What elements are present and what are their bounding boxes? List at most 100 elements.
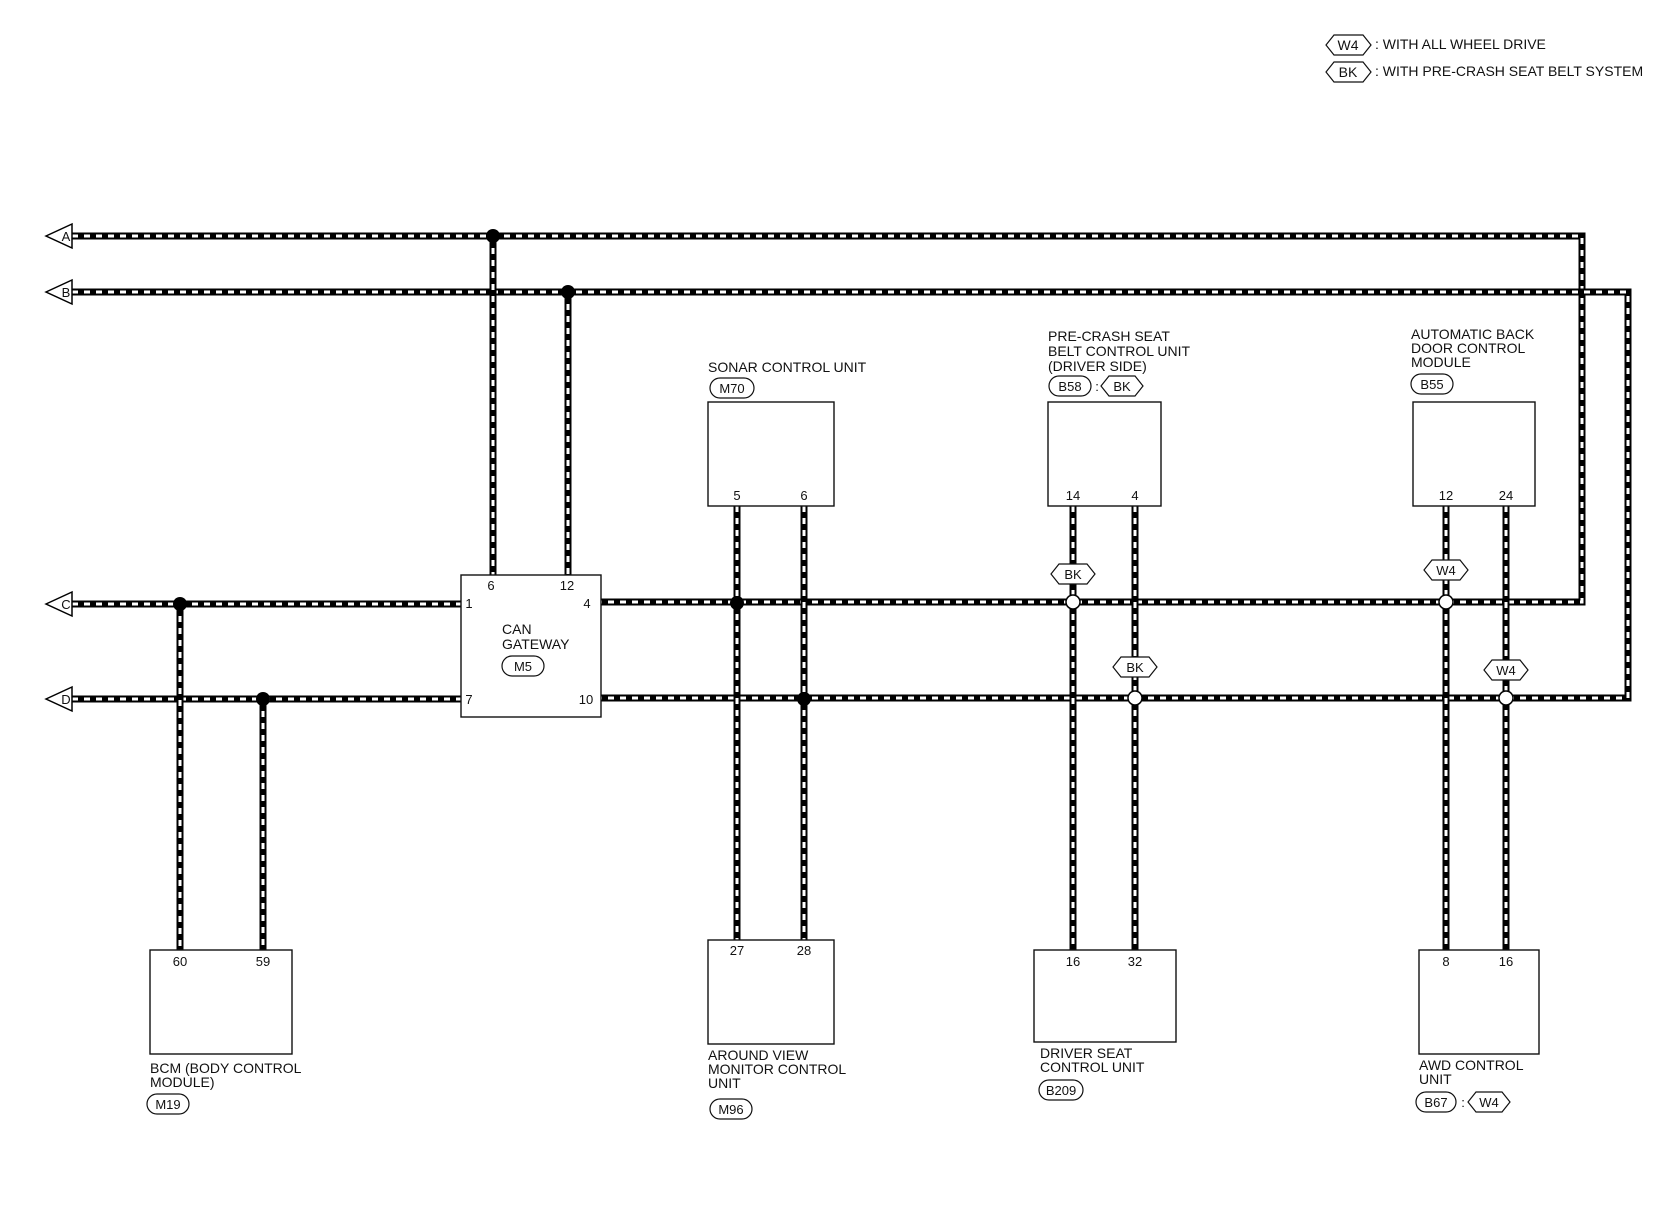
svg-text::: : (1461, 1095, 1465, 1110)
bus-terminals: A B C D (44, 222, 73, 713)
component-name: AROUND VIEW (708, 1047, 809, 1063)
component-name: MODULE (1411, 354, 1471, 370)
wire-tags: BK BK W4 W4 (1050, 559, 1529, 681)
pin-label: 12 (1439, 488, 1453, 503)
open-junction (1498, 690, 1514, 706)
pin-label: 12 (560, 578, 574, 593)
pin-label: 59 (256, 954, 270, 969)
sonar-box (707, 401, 835, 507)
pin-label: 1 (465, 596, 472, 611)
legend-w4-code: W4 (1338, 37, 1359, 53)
bcm: 60 59 BCM (BODY CONTROL MODULE) M19 (146, 949, 302, 1115)
condition-badge (1467, 1091, 1511, 1113)
bus-b-wire (72, 288, 1632, 702)
wire-tag-bk (1112, 656, 1158, 678)
pin-label: 4 (1131, 488, 1138, 503)
pin-label: 5 (733, 488, 740, 503)
connector-badge (709, 1098, 753, 1120)
open-junction (1438, 594, 1454, 610)
bus-a-arrow (44, 222, 73, 250)
connector-badge (1410, 373, 1454, 395)
driver-seat-control-unit: 16 32 DRIVER SEAT CONTROL UNIT B209 (1033, 949, 1177, 1101)
svg-text::: : (1095, 379, 1099, 394)
wire-tag-text: BK (1064, 567, 1082, 582)
pin-label: 16 (1499, 954, 1513, 969)
component-name: BELT CONTROL UNIT (1048, 343, 1191, 359)
pin-label: 32 (1128, 954, 1142, 969)
connector-id: M96 (718, 1102, 743, 1117)
connector-badge (501, 655, 545, 677)
wire-tag-w4 (1423, 559, 1469, 581)
connector-id: B67 (1424, 1095, 1447, 1110)
connector-id: M70 (719, 381, 744, 396)
can-gateway-box (460, 574, 602, 718)
open-junction (1127, 690, 1143, 706)
connector-id: B209 (1046, 1083, 1076, 1098)
connector-id: B58 (1058, 379, 1081, 394)
connector-id: M5 (514, 659, 532, 674)
wires (72, 232, 1632, 950)
component-name: (DRIVER SIDE) (1048, 358, 1147, 374)
component-name: MONITOR CONTROL (708, 1061, 846, 1077)
precrash-box (1047, 401, 1162, 507)
pin-label: 6 (800, 488, 807, 503)
pin-label: 6 (487, 578, 494, 593)
legend-w4-text: : WITH ALL WHEEL DRIVE (1375, 36, 1546, 52)
junction-dot (561, 285, 575, 299)
component-name: CAN (502, 621, 532, 637)
component-name: CONTROL UNIT (1040, 1059, 1145, 1075)
wire-tag-text: BK (1126, 660, 1144, 675)
component-name: PRE-CRASH SEAT (1048, 328, 1170, 344)
junction-dot (173, 597, 187, 611)
bus-d-arrow (44, 685, 73, 713)
pin-label: 16 (1066, 954, 1080, 969)
backdoor-control-module: AUTOMATIC BACK DOOR CONTROL MODULE B55 1… (1410, 326, 1536, 507)
junctions (173, 229, 1514, 706)
component-name: BCM (BODY CONTROL (150, 1060, 302, 1076)
bus-c-label: C (61, 597, 70, 612)
component-name: AWD CONTROL (1419, 1057, 1524, 1073)
legend: W4 : WITH ALL WHEEL DRIVE BK : WITH PRE-… (1325, 34, 1643, 83)
component-name: DOOR CONTROL (1411, 340, 1526, 356)
bcm-box (149, 949, 293, 1055)
bus-d-label: D (61, 692, 70, 707)
component-name: AUTOMATIC BACK (1411, 326, 1535, 342)
junction-dot (256, 692, 270, 706)
wire-tag-bk (1050, 563, 1096, 585)
junction-dot (797, 692, 811, 706)
connector-badge (146, 1093, 190, 1115)
pin-label: 7 (465, 692, 472, 707)
bus-a-label: A (62, 229, 71, 244)
connector-badge (1415, 1091, 1457, 1113)
pin-label: 14 (1066, 488, 1080, 503)
legend-bk-code: BK (1339, 64, 1358, 80)
connector-id: B55 (1420, 377, 1443, 392)
driver-seat-box (1033, 949, 1177, 1043)
sonar-control-unit: SONAR CONTROL UNIT M70 5 6 (707, 359, 867, 507)
connector-badge (1048, 375, 1092, 397)
legend-bk-text: : WITH PRE-CRASH SEAT BELT SYSTEM (1375, 63, 1643, 79)
awd-control-unit: 8 16 AWD CONTROL UNIT B67 : W4 (1415, 949, 1540, 1113)
wire-tag-w4 (1483, 659, 1529, 681)
precrash-control-unit: PRE-CRASH SEAT BELT CONTROL UNIT (DRIVER… (1047, 328, 1191, 507)
condition-badge (1100, 375, 1144, 397)
wire-tag-text: W4 (1436, 563, 1456, 578)
legend-bk-badge (1325, 61, 1372, 83)
pin-label: 60 (173, 954, 187, 969)
junction-dot (486, 229, 500, 243)
pin-label: 4 (583, 596, 590, 611)
connector-badge (709, 377, 755, 399)
wire-tag-text: W4 (1496, 663, 1516, 678)
component-name: GATEWAY (502, 636, 570, 652)
bus-c-arrow (44, 590, 73, 618)
pin-label: 28 (797, 943, 811, 958)
bus-b-arrow (44, 278, 73, 306)
component-name: DRIVER SEAT (1040, 1045, 1133, 1061)
pin-label: 24 (1499, 488, 1513, 503)
can-gateway: 6 12 1 4 7 10 CAN GATEWAY M5 (460, 574, 602, 718)
legend-w4-badge (1325, 34, 1372, 56)
pin-label: 8 (1442, 954, 1449, 969)
open-junction (1065, 594, 1081, 610)
pin-label: 10 (579, 692, 593, 707)
